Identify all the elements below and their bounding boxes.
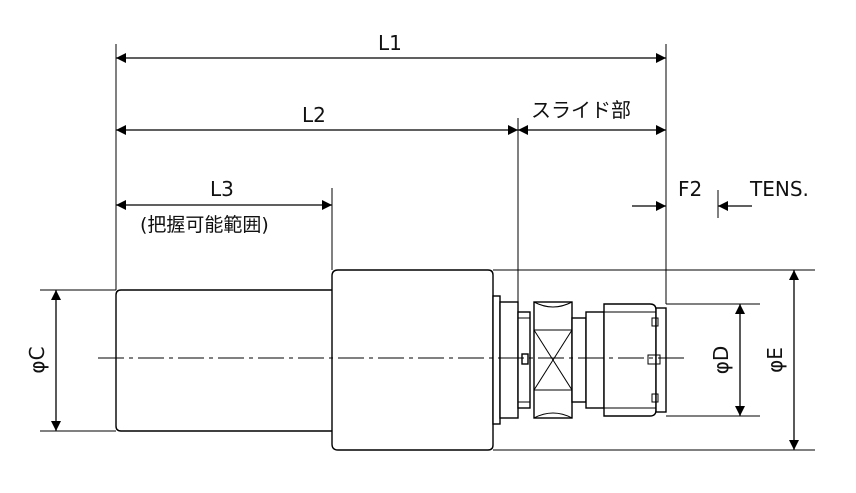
hex-nut [533,301,573,419]
collet-base [585,311,605,409]
label-slide: スライド部 [531,98,631,122]
label-L3: L3 [210,177,234,201]
label-L1: L1 [378,31,402,55]
flange-ring [492,295,501,425]
neck [571,317,587,403]
tool-body [115,269,667,451]
collet-nut [603,303,667,417]
label-F2: F2 [678,177,702,201]
label-phiD: φD [709,346,733,375]
main-cylinder [331,269,494,451]
label-phiC: φC [25,346,49,373]
shank [115,289,332,432]
slide-sleeve [499,301,519,419]
label-L3-note: (把握可能範囲) [140,214,269,236]
label-L2: L2 [302,103,326,127]
label-phiE: φE [763,347,787,373]
label-TENS: TENS. [749,177,809,201]
lock-pin [521,353,529,365]
